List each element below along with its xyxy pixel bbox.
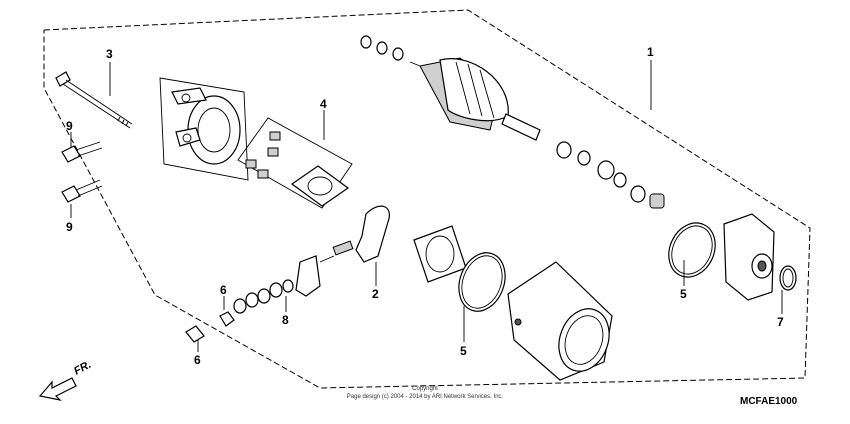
callout-2: 2 bbox=[372, 287, 379, 301]
callout-8: 8 bbox=[282, 313, 289, 327]
small-o-ring[interactable] bbox=[779, 265, 797, 291]
front-direction-arrow bbox=[38, 377, 77, 401]
o-ring-rear[interactable] bbox=[660, 215, 724, 284]
callout-3: 3 bbox=[106, 47, 113, 61]
copyright-text: Page design (c) 2004 - 2014 by ARI Netwo… bbox=[346, 394, 504, 400]
shaft-washers[interactable] bbox=[556, 141, 665, 209]
front-cover[interactable] bbox=[159, 77, 249, 181]
lower-nut[interactable] bbox=[185, 325, 205, 343]
callout-5-middle: 5 bbox=[460, 344, 467, 358]
callout-4: 4 bbox=[320, 97, 327, 111]
brush-holder-kit[interactable] bbox=[237, 117, 353, 209]
rear-cover[interactable] bbox=[723, 213, 775, 301]
o-ring-front[interactable] bbox=[451, 246, 513, 317]
bolt-upper[interactable] bbox=[61, 141, 103, 163]
brush-plate[interactable] bbox=[319, 205, 390, 263]
motor-yoke[interactable] bbox=[507, 261, 617, 381]
callout-5-right: 5 bbox=[680, 287, 687, 301]
copyright-label: Copyright bbox=[412, 386, 438, 392]
callout-7: 7 bbox=[777, 315, 784, 329]
armature[interactable] bbox=[360, 35, 541, 141]
diagram-code: MCFAE1000 bbox=[740, 396, 798, 407]
callout-9-upper: 9 bbox=[66, 119, 73, 133]
callout-9-lower: 9 bbox=[66, 220, 73, 234]
brush-holder-insulator[interactable] bbox=[413, 225, 467, 283]
bolt-lower[interactable] bbox=[61, 179, 103, 203]
assembly-boundary bbox=[43, 9, 811, 389]
callout-6-upper: 6 bbox=[220, 283, 227, 297]
washer-stack[interactable] bbox=[219, 279, 294, 327]
terminal-plate[interactable] bbox=[295, 255, 321, 297]
long-bolt[interactable] bbox=[55, 71, 133, 129]
callout-1: 1 bbox=[647, 45, 654, 59]
callout-6-lower: 6 bbox=[194, 353, 201, 367]
